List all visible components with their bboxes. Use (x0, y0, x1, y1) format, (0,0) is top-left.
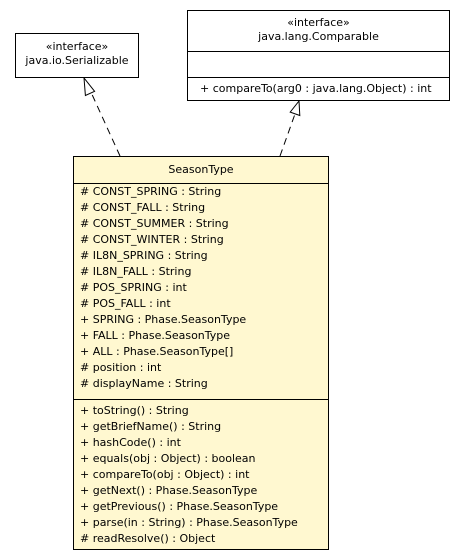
seasontype-method: + toString() : String (80, 404, 189, 417)
comparable-methods-section: + compareTo(arg0 : java.lang.Object) : i… (188, 77, 449, 97)
serializable-realization-line (89, 89, 121, 157)
comparable-name: java.lang.Comparable (258, 30, 379, 43)
seasontype-field: # IL8N_SPRING : String (80, 249, 208, 262)
serializable-name: java.io.Serializable (25, 54, 129, 67)
seasontype-method: + equals(obj : Object) : boolean (80, 452, 256, 465)
seasontype-method: + getNext() : Phase.SeasonType (80, 484, 258, 497)
serializable-interface[interactable]: «interface» java.io.Serializable (15, 33, 139, 78)
seasontype-method: # readResolve() : Object (80, 532, 216, 545)
comparable-realization-arrowhead (289, 99, 301, 117)
seasontype-field: # displayName : String (80, 377, 208, 390)
seasontype-method: + parse(in : String) : Phase.SeasonType (80, 516, 298, 529)
seasontype-field: + SPRING : Phase.SeasonType (80, 313, 247, 326)
serializable-stereotype: «interface» (45, 40, 109, 53)
seasontype-field: # position : int (80, 361, 162, 374)
seasontype-field: + ALL : Phase.SeasonType[] (80, 345, 234, 358)
comparable-stereotype: «interface» (287, 16, 350, 29)
seasontype-field: # CONST_SPRING : String (80, 185, 222, 198)
seasontype-field: # POS_FALL : int (80, 297, 171, 310)
comparable-interface[interactable]: «interface» java.lang.Comparable + compa… (187, 10, 450, 101)
seasontype-method: + hashCode() : int (80, 436, 181, 449)
seasontype-methods-section: + toString() : String + getBriefName() : … (74, 399, 328, 547)
seasontype-field: # CONST_FALL : String (80, 201, 206, 214)
comparable-realization-line (279, 113, 296, 157)
seasontype-field: # CONST_WINTER : String (80, 233, 224, 246)
comparable-fields-section (188, 51, 449, 77)
seasontype-fields-section: # CONST_SPRING : String # CONST_FALL : St… (74, 183, 328, 399)
seasontype-class[interactable]: SeasonType # CONST_SPRING : String# CONS… (73, 156, 329, 550)
seasontype-field: # POS_SPRING : int (80, 281, 187, 294)
comparable-method: + compareTo(arg0 : java.lang.Object) : i… (200, 82, 432, 95)
seasontype-field: # IL8N_FALL : String (80, 265, 192, 278)
serializable-realization-arrowhead (83, 76, 96, 97)
seasontype-method: + getPrevious() : Phase.SeasonType (80, 500, 279, 513)
seasontype-field: + FALL : Phase.SeasonType (80, 329, 231, 342)
seasontype-method: + getBriefName() : String (80, 420, 222, 433)
seasontype-name: SeasonType (168, 163, 234, 176)
seasontype-field: # CONST_SUMMER : String (80, 217, 229, 230)
seasontype-method: + compareTo(obj : Object) : int (80, 468, 250, 481)
